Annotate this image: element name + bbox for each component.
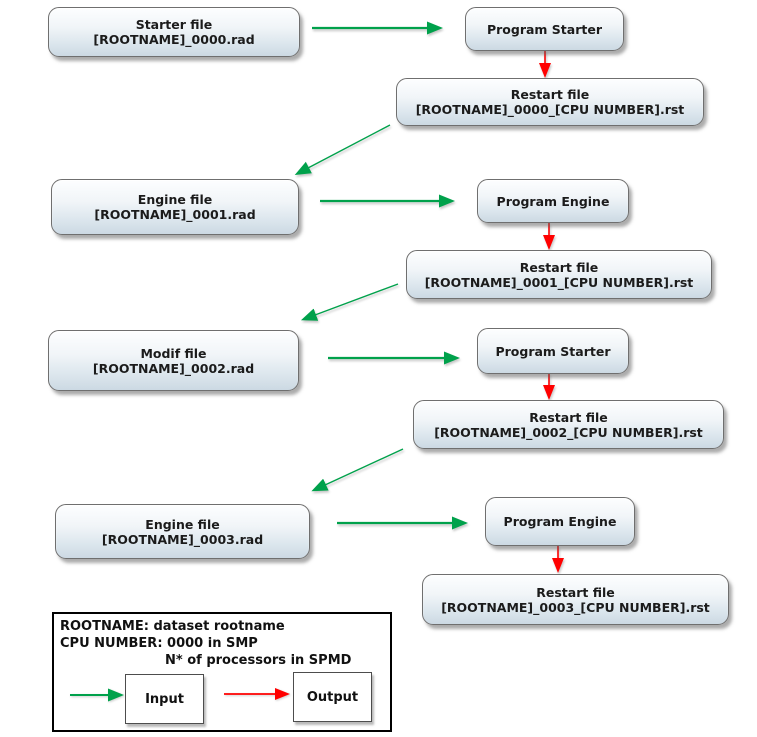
legend-arrow-layer [70, 688, 290, 702]
node-title: Modif file [140, 345, 207, 361]
node-engine-file-0003: Engine file [ROOTNAME]_0003.rad [55, 504, 310, 559]
node-filename: [ROOTNAME]_0002_[CPU NUMBER].rst [434, 424, 703, 440]
node-program-engine-2: Program Engine [485, 497, 635, 546]
node-starter-file: Starter file [ROOTNAME]_0000.rad [48, 7, 300, 57]
node-program-engine-1: Program Engine [477, 179, 629, 223]
node-title: Restart file [529, 409, 608, 425]
node-restart-file-0000: Restart file [ROOTNAME]_0000_[CPU NUMBER… [396, 78, 704, 126]
node-title: Restart file [519, 259, 599, 275]
arrow-input-restart0000-to-enginefile0001 [294, 124, 391, 175]
arrow-input-restart0002-to-enginefile0003 [311, 448, 404, 492]
node-program-starter-2: Program Starter [477, 328, 629, 374]
node-program-starter-1: Program Starter [465, 7, 624, 51]
legend-cpu-note-line1: CPU NUMBER: 0000 in SMP [60, 636, 258, 651]
node-filename: [ROOTNAME]_0000.rad [93, 32, 255, 47]
node-filename: [ROOTNAME]_0001_[CPU NUMBER].rst [424, 274, 694, 290]
arrow-input-restart0001-to-modiffile0002 [300, 283, 399, 321]
legend-notes: ROOTNAME: dataset rootname CPU NUMBER: 0… [54, 614, 390, 669]
node-title: Restart file [536, 584, 615, 600]
node-filename: [ROOTNAME]_0003.rad [101, 531, 264, 547]
node-title: Program Starter [486, 21, 603, 37]
legend-rootname-note: ROOTNAME: dataset rootname [60, 619, 285, 634]
node-title: Engine file [137, 192, 213, 207]
node-restart-file-0002: Restart file [ROOTNAME]_0002_[CPU NUMBER… [413, 400, 724, 449]
node-title: Engine file [145, 516, 220, 532]
node-restart-file-0003: Restart file [ROOTNAME]_0003_[CPU NUMBER… [422, 574, 729, 625]
node-filename: [ROOTNAME]_0000_[CPU NUMBER].rst [415, 102, 685, 117]
legend-output-box: Output [293, 672, 372, 722]
node-title: Program Engine [503, 514, 617, 529]
node-filename: [ROOTNAME]_0003_[CPU NUMBER].rst [441, 599, 710, 615]
node-modif-file-0002: Modif file [ROOTNAME]_0002.rad [48, 330, 299, 391]
node-filename: [ROOTNAME]_0002.rad [92, 360, 255, 376]
node-restart-file-0001: Restart file [ROOTNAME]_0001_[CPU NUMBER… [406, 250, 712, 299]
legend: ROOTNAME: dataset rootname CPU NUMBER: 0… [52, 612, 392, 732]
legend-cpu-note-line2: N* of processors in SPMD [165, 653, 352, 668]
node-title: Starter file [135, 17, 213, 32]
node-engine-file-0001: Engine file [ROOTNAME]_0001.rad [51, 179, 299, 235]
node-title: Restart file [510, 87, 590, 102]
node-filename: [ROOTNAME]_0001.rad [94, 207, 256, 222]
node-title: Program Starter [495, 343, 611, 359]
node-title: Program Engine [496, 193, 610, 209]
legend-input-box: Input [125, 674, 204, 724]
